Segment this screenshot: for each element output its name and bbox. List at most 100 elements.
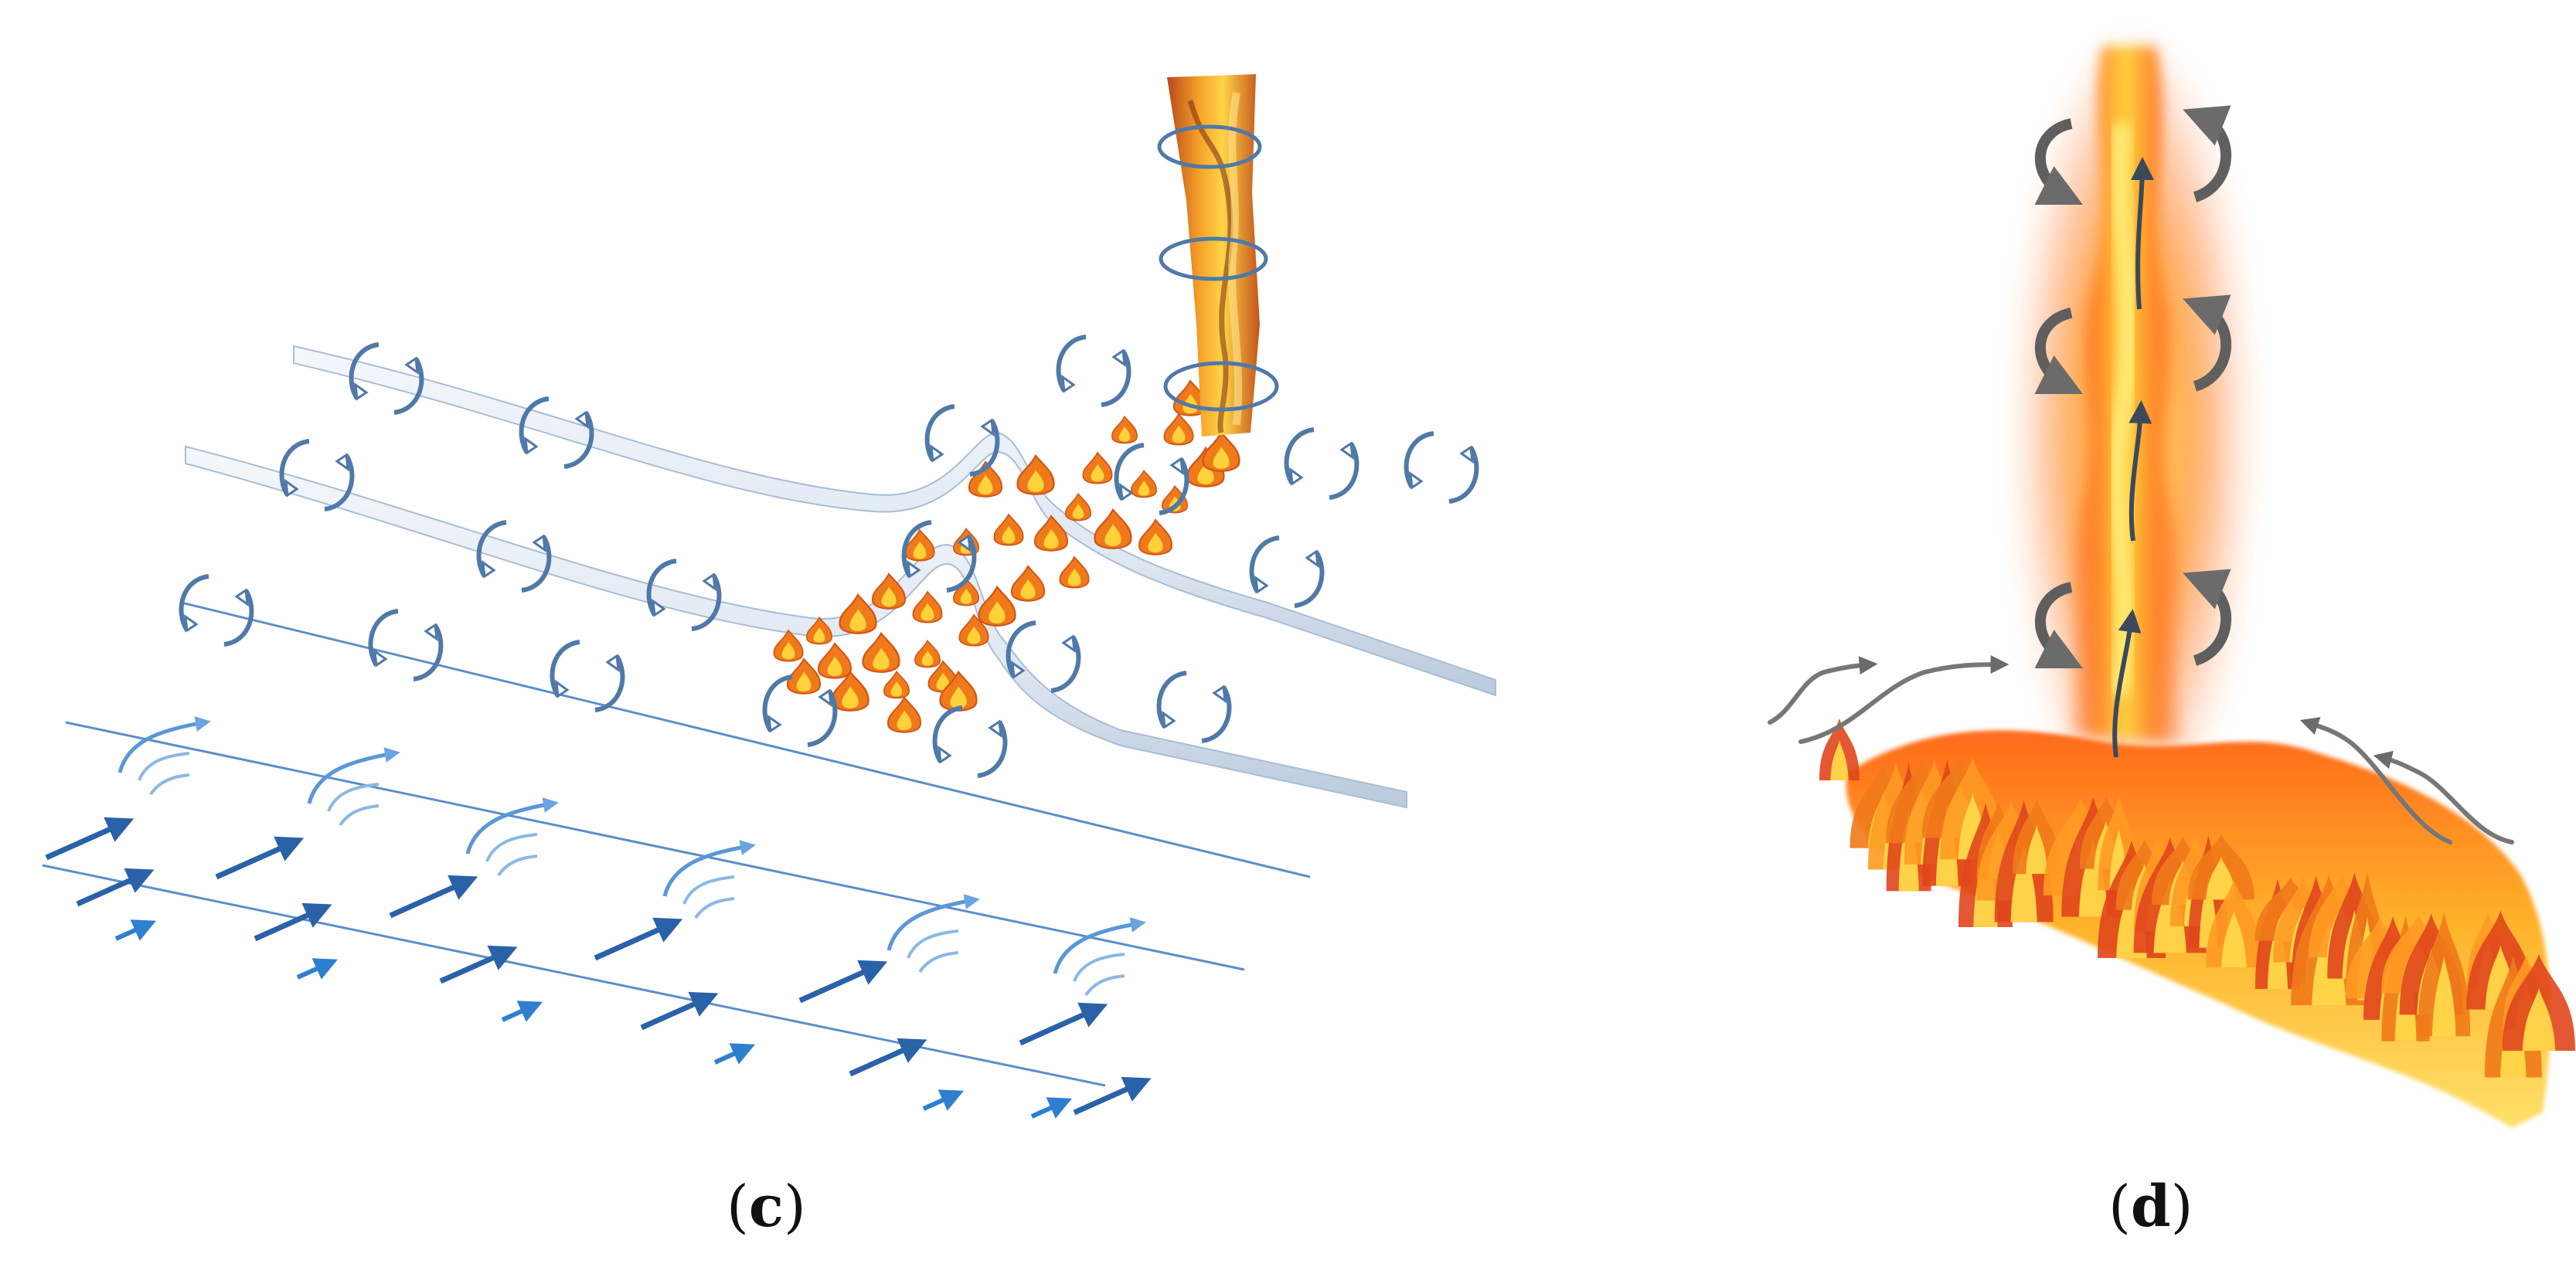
flame-icon bbox=[1059, 556, 1090, 589]
wind-curl bbox=[886, 894, 980, 973]
bed-flame bbox=[1819, 719, 1860, 780]
wind-curls bbox=[117, 716, 1146, 997]
wind-arrow bbox=[922, 1089, 965, 1111]
wind-arrow bbox=[1073, 1076, 1152, 1116]
flame-icon bbox=[1111, 415, 1138, 444]
flame-icon bbox=[862, 631, 900, 673]
flame-icon bbox=[958, 613, 989, 647]
wind-curl bbox=[1053, 917, 1146, 997]
vortex-icon bbox=[1284, 427, 1359, 500]
wind-arrow bbox=[76, 868, 155, 907]
flame-icon bbox=[1016, 454, 1055, 495]
fire-plume bbox=[2017, 31, 2249, 834]
plume-rotation-arrows bbox=[2034, 105, 2231, 669]
flame-icon bbox=[1034, 515, 1068, 552]
flame-icon bbox=[1202, 430, 1240, 472]
wind-arrow bbox=[713, 1043, 756, 1065]
vortex-icon bbox=[519, 396, 594, 469]
flame-icon bbox=[839, 593, 877, 634]
flame-icon bbox=[1163, 413, 1194, 446]
vortex-icon bbox=[1056, 335, 1131, 407]
flame-icon bbox=[887, 696, 921, 733]
inflow-arrow-left-2 bbox=[1798, 655, 2009, 744]
flame-icon bbox=[978, 585, 1016, 627]
vortex-icon bbox=[762, 674, 838, 747]
bed-flame bbox=[2418, 912, 2471, 1037]
wind-arrow bbox=[849, 1038, 927, 1077]
wind-arrow bbox=[296, 958, 339, 980]
fire-whirl-column bbox=[1157, 74, 1279, 437]
panel-d-diagram bbox=[1768, 31, 2575, 1128]
wind-arrow bbox=[254, 902, 332, 942]
wind-arrow bbox=[640, 991, 719, 1031]
plume-spin-pair bbox=[2034, 105, 2231, 206]
wind-curl bbox=[662, 840, 756, 919]
wind-arrow bbox=[215, 836, 305, 880]
flame-icon bbox=[1082, 451, 1113, 484]
flame-icon bbox=[806, 616, 832, 645]
panel-c-label: (c) bbox=[727, 1174, 806, 1240]
vortex-icon bbox=[1006, 620, 1081, 693]
wind-arrow bbox=[798, 960, 888, 1004]
panel-c-diagram bbox=[42, 74, 1496, 1119]
flame-icon bbox=[968, 460, 1002, 498]
vortex-icon bbox=[179, 574, 254, 647]
wind-arrow bbox=[114, 919, 157, 941]
flame-icon bbox=[993, 513, 1024, 546]
wind-arrow bbox=[594, 917, 683, 961]
bed-flame bbox=[2503, 954, 2575, 1051]
vortex-icon bbox=[1114, 443, 1189, 515]
inflow-arrow-right-2 bbox=[2299, 717, 2452, 844]
vortex-icon bbox=[476, 520, 552, 593]
inflow-arrow-left-1 bbox=[1768, 656, 1878, 725]
bed-flame bbox=[2013, 799, 2061, 875]
wind-arrow bbox=[1030, 1097, 1073, 1119]
wind-arrow bbox=[45, 817, 134, 861]
vortex-icon bbox=[1249, 535, 1325, 608]
flame-icon bbox=[1094, 508, 1132, 549]
vortex-symbols bbox=[179, 335, 1479, 778]
flame-icon bbox=[912, 590, 943, 624]
wind-curl bbox=[117, 716, 211, 796]
updraft-arrows bbox=[2112, 157, 2154, 758]
bed-flames bbox=[1819, 719, 2575, 1078]
wind-arrow bbox=[389, 875, 478, 919]
fire-cluster bbox=[773, 379, 1240, 733]
vortex-icon bbox=[646, 559, 722, 631]
lower-ribbon bbox=[185, 445, 1407, 809]
wind-arrows bbox=[45, 817, 1152, 1119]
wind-arrow bbox=[1019, 1002, 1108, 1046]
flame-icon bbox=[831, 670, 869, 712]
flame-icon bbox=[773, 629, 804, 662]
wind-curl bbox=[307, 747, 400, 827]
wind-arrow bbox=[439, 945, 518, 984]
flame-icon bbox=[1011, 565, 1045, 602]
wind-arrow bbox=[501, 1001, 543, 1022]
vortex-icon bbox=[924, 404, 1000, 477]
flame-icon bbox=[953, 577, 979, 607]
inflow-arrow-right-1 bbox=[2373, 750, 2514, 844]
flame-icon bbox=[1131, 469, 1157, 498]
flame-icon bbox=[1138, 518, 1172, 556]
vortex-icon bbox=[1156, 671, 1232, 743]
flame-icon bbox=[883, 670, 910, 699]
plume-spin-pair bbox=[2034, 294, 2231, 395]
flame-icon bbox=[787, 657, 821, 695]
flow-ribbons bbox=[185, 345, 1496, 809]
flame-icon bbox=[818, 642, 852, 679]
vortex-icon bbox=[368, 609, 444, 681]
plume-spin-pair bbox=[2034, 569, 2231, 669]
vortex-icon bbox=[1404, 431, 1479, 504]
upper-ribbon bbox=[293, 345, 1496, 697]
vortex-icon bbox=[932, 705, 1008, 778]
bed-flame bbox=[2187, 834, 2254, 900]
vortex-icon bbox=[901, 520, 977, 593]
wind-curl bbox=[465, 797, 559, 877]
column-spin-rings bbox=[1157, 124, 1279, 412]
panel-d-label: (d) bbox=[2108, 1174, 2193, 1240]
flame-icon bbox=[914, 639, 941, 668]
flame-icon bbox=[872, 573, 906, 610]
inflow-arrows bbox=[1768, 655, 2514, 844]
vortex-icon bbox=[349, 342, 424, 415]
